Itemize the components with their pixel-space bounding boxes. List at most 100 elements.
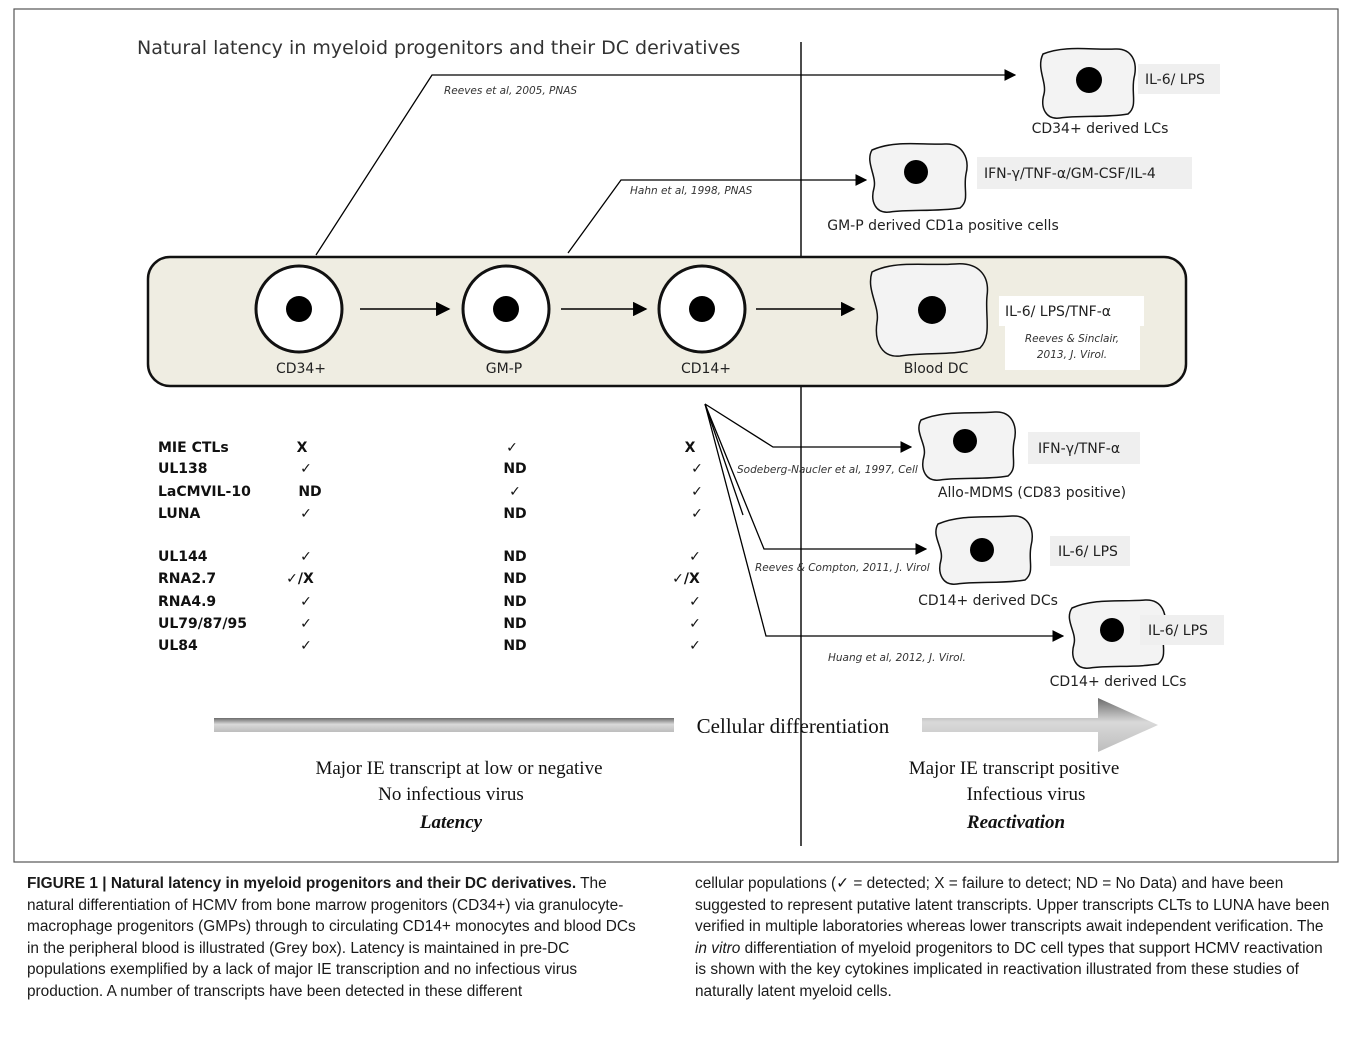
reactivation-label: Reactivation xyxy=(966,812,1065,833)
transcript-cd14: ✓ xyxy=(691,506,703,522)
table-row: LUNA ✓ ND ✓ xyxy=(158,506,703,522)
transcript-gmp: ND xyxy=(503,616,526,632)
transcript-cd34: ✓ xyxy=(300,616,312,632)
cd34-label: CD34+ xyxy=(276,361,326,377)
transcript-cd34: X xyxy=(297,440,308,456)
caption-right-italic: in vitro xyxy=(695,939,741,957)
latency-line1: Major IE transcript at low or negative xyxy=(315,758,602,779)
ref-sodeberg-1997: Sodeberg-Naucler et al, 1997, Cell xyxy=(737,464,918,476)
transcript-table: MIE CTLs X ✓ X UL138 ✓ ND ✓ LaCMVIL-10 N… xyxy=(158,440,703,654)
gmp-cytokine: IFN-γ/TNF-α/GM-CSF/IL-4 xyxy=(984,166,1156,182)
caption-right-part2: differentiation of myeloid progenitors t… xyxy=(695,939,1323,1000)
blood-dc-cell xyxy=(869,263,989,357)
cd14-derived-dc-cell xyxy=(935,515,1033,585)
transcript-name: UL138 xyxy=(158,461,208,477)
allo-mdms-cytokine: IFN-γ/TNF-α xyxy=(1038,441,1120,457)
gmp-derived-cell xyxy=(869,142,968,213)
arrow-cd14-to-allo-mdms xyxy=(704,403,913,453)
cd34-lcs-label: CD34+ derived LCs xyxy=(1032,121,1169,137)
transcript-gmp: ND xyxy=(503,461,526,477)
blood-dc-label: Blood DC xyxy=(904,361,969,377)
cd14-lcs-cytokine: IL-6/ LPS xyxy=(1148,623,1208,639)
ref-reeves-2005: Reeves et al, 2005, PNAS xyxy=(444,85,577,97)
table-row: RNA4.9 ✓ ND ✓ xyxy=(158,594,701,610)
ref-hahn-1998: Hahn et al, 1998, PNAS xyxy=(630,185,753,197)
transcript-cd34: ✓ xyxy=(300,594,312,610)
table-row: UL144 ✓ ND ✓ xyxy=(158,549,701,565)
transcript-gmp: ND xyxy=(503,506,526,522)
table-row: MIE CTLs X ✓ X xyxy=(158,440,696,456)
transcript-cd14: ✓ xyxy=(689,549,701,565)
cd14-dcs-cytokine-box xyxy=(1050,536,1130,566)
allo-mdms-cell xyxy=(918,411,1016,481)
transcript-name: MIE CTLs xyxy=(158,440,229,456)
transcript-name: LUNA xyxy=(158,506,201,522)
table-row: RNA2.7 ✓/X ND ✓/X xyxy=(158,571,700,587)
ref-reeves-2013-line1: Reeves & Sinclair, xyxy=(1025,333,1119,345)
reactivation-line1: Major IE transcript positive xyxy=(909,758,1120,779)
transcript-cd34: ✓ xyxy=(300,549,312,565)
latency-label: Latency xyxy=(419,812,483,833)
allo-mdms-label: Allo-MDMS (CD83 positive) xyxy=(938,485,1126,501)
transcript-gmp: ✓ xyxy=(506,440,518,456)
blood-dc-cytokine-box xyxy=(999,296,1144,326)
ref-huang-2012: Huang et al, 2012, J. Virol. xyxy=(828,652,966,664)
transcript-name: LaCMVIL-10 xyxy=(158,484,251,500)
latency-line2: No infectious virus xyxy=(378,784,524,805)
transcript-gmp: ND xyxy=(503,638,526,654)
transcript-gmp: ND xyxy=(503,594,526,610)
arrow-cd34-to-lcs xyxy=(315,69,1017,256)
differentiation-arrow xyxy=(214,698,1158,752)
cd34-derived-lc-cell xyxy=(1039,47,1136,119)
ref-reeves-2011: Reeves & Compton, 2011, J. Virol xyxy=(755,562,930,574)
caption-right-part1: cellular populations (✓ = detected; X = … xyxy=(695,875,1330,936)
cd34-cell xyxy=(254,264,344,354)
cd14-label: CD14+ xyxy=(681,361,731,377)
transcript-cd34: ✓ xyxy=(300,638,312,654)
table-row: LaCMVIL-10 ND ✓ ✓ xyxy=(158,484,703,500)
transcript-cd34: ✓ xyxy=(300,506,312,522)
cd34-lcs-cytokine: IL-6/ LPS xyxy=(1145,72,1205,88)
caption-left-body: The natural differentiation of HCMV from… xyxy=(27,875,636,1000)
arrow-cd14-diagonal xyxy=(704,403,744,516)
transcript-cd14: X xyxy=(685,440,696,456)
cd34-lcs-cytokine-box xyxy=(1138,64,1220,94)
arrow-gmp-to-cd1a xyxy=(567,174,868,254)
transcript-cd14: ✓/X xyxy=(672,571,700,587)
arrow-cd14-to-lcs xyxy=(704,403,1065,642)
table-row: UL79/87/95 ✓ ND ✓ xyxy=(158,616,701,632)
figure-diagram: Natural latency in myeloid progenitors a… xyxy=(13,8,1339,863)
figure-frame xyxy=(13,8,1339,863)
ref-reeves-2013-line2: 2013, J. Virol. xyxy=(1037,349,1107,361)
transcript-gmp: ND xyxy=(503,549,526,565)
figure-title: Natural latency in myeloid progenitors a… xyxy=(137,37,740,59)
transcript-cd34: ✓/X xyxy=(286,571,314,587)
caption-right-column: cellular populations (✓ = detected; X = … xyxy=(695,873,1335,1003)
transcript-gmp: ✓ xyxy=(509,484,521,500)
transcript-name: UL84 xyxy=(158,638,198,654)
table-row: UL138 ✓ ND ✓ xyxy=(158,461,703,477)
transcript-cd14: ✓ xyxy=(691,461,703,477)
caption-label: FIGURE 1 | Natural latency in myeloid pr… xyxy=(27,875,577,892)
transcript-cd34: ND xyxy=(298,484,321,500)
cd14-lcs-label: CD14+ derived LCs xyxy=(1050,674,1187,690)
allo-mdms-cytokine-box xyxy=(1028,432,1140,464)
reactivation-line2: Infectious virus xyxy=(967,784,1086,805)
transcript-name: UL144 xyxy=(158,549,208,565)
blood-dc-cytokine: IL-6/ LPS/TNF-α xyxy=(1005,304,1111,320)
reeves-2013-box xyxy=(1005,326,1140,370)
gmp-cd1a-label: GM-P derived CD1a positive cells xyxy=(827,218,1059,234)
transcript-cd34: ✓ xyxy=(300,461,312,477)
transcript-gmp: ND xyxy=(503,571,526,587)
table-row: UL84 ✓ ND ✓ xyxy=(158,638,701,654)
transcript-cd14: ✓ xyxy=(689,616,701,632)
cd14-dcs-label: CD14+ derived DCs xyxy=(918,593,1058,609)
transcript-name: RNA2.7 xyxy=(158,571,216,587)
cd14-cell xyxy=(657,264,747,354)
cd14-dcs-cytokine: IL-6/ LPS xyxy=(1058,544,1118,560)
transcript-cd14: ✓ xyxy=(689,638,701,654)
transcript-cd14: ✓ xyxy=(689,594,701,610)
differentiation-label: Cellular differentiation xyxy=(697,714,890,738)
caption-left-column: FIGURE 1 | Natural latency in myeloid pr… xyxy=(27,873,642,1003)
transcript-name: RNA4.9 xyxy=(158,594,216,610)
